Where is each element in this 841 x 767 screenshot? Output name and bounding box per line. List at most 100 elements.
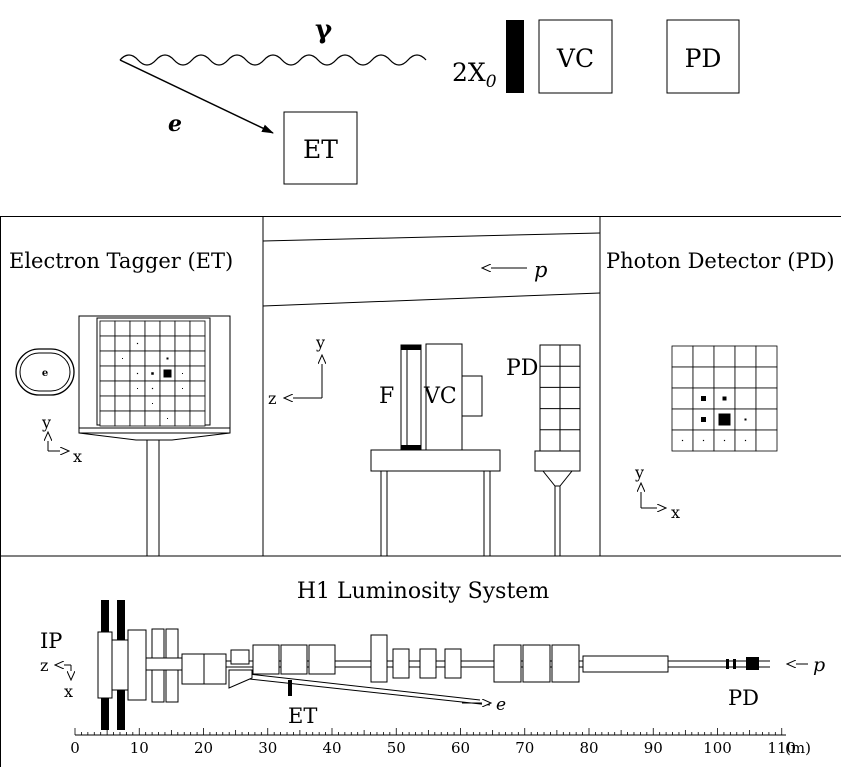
et-crystal-cell bbox=[159, 395, 176, 412]
et-crystal-cell bbox=[99, 350, 116, 367]
magnet-3 bbox=[181, 653, 205, 685]
et-crystal-cell bbox=[114, 395, 131, 412]
et-energy-deposit bbox=[163, 369, 172, 378]
pd-energy-deposit bbox=[723, 439, 726, 442]
et-box bbox=[283, 111, 358, 185]
scale-tick-label: 50 bbox=[387, 739, 406, 757]
et-crystal-cell bbox=[114, 380, 131, 397]
et-crystal-cell bbox=[114, 320, 131, 337]
scale-unit: (m) bbox=[785, 739, 811, 757]
et-crystal-cell bbox=[114, 365, 131, 382]
et-crystal-cell bbox=[99, 380, 116, 397]
et-crystal-cell bbox=[99, 320, 116, 337]
et-axis-y-label: y bbox=[41, 413, 51, 432]
pd-crystal-cell bbox=[692, 345, 715, 368]
quadrupole-3 bbox=[308, 644, 336, 675]
pd-support-cone bbox=[541, 470, 574, 487]
et-energy-deposit bbox=[137, 388, 138, 389]
et-crystal-cell bbox=[189, 380, 206, 397]
et-crystal-cell bbox=[189, 335, 206, 352]
pd-crystal-cell bbox=[734, 366, 757, 389]
photon-wavy-line bbox=[119, 54, 427, 66]
pd-crystal-cell bbox=[713, 366, 736, 389]
vc-block bbox=[425, 343, 463, 451]
et-crystal-cell bbox=[144, 350, 161, 367]
et-crystal-cell bbox=[129, 320, 146, 337]
et-energy-deposit bbox=[182, 373, 183, 374]
et-crystal-cell bbox=[99, 365, 116, 382]
quadrupole-6 bbox=[551, 644, 580, 683]
et-crystal-cell bbox=[129, 395, 146, 412]
scale-tick-label: 30 bbox=[258, 739, 277, 757]
pd-crystal-cell bbox=[671, 408, 694, 431]
scale-tick-label: 110 bbox=[767, 739, 796, 757]
et-axis-x-label: x bbox=[73, 447, 82, 466]
vc-box bbox=[538, 19, 613, 94]
top-schematic: γ e 2X0 VC PD ET bbox=[119, 15, 740, 185]
et-crystal-cell bbox=[189, 365, 206, 382]
pd-crystal-cell bbox=[755, 429, 778, 452]
vc-side-block bbox=[461, 375, 483, 417]
panel-side-view: p y z F VC PD bbox=[262, 232, 601, 556]
pd-side-label: PD bbox=[506, 356, 538, 381]
quadrupole-5 bbox=[522, 644, 551, 683]
et-energy-deposit bbox=[122, 358, 123, 359]
et-beam-pipe-label: e bbox=[42, 368, 48, 379]
ip-label: IP bbox=[40, 629, 62, 653]
et-crystal-cell bbox=[174, 410, 191, 427]
magnet-5 bbox=[230, 649, 250, 665]
filter-label: F bbox=[379, 384, 394, 409]
scale-tick-label: 20 bbox=[194, 739, 213, 757]
panel-frame bbox=[0, 216, 841, 767]
pd-energy-deposit bbox=[722, 396, 727, 401]
et-crystal-grid bbox=[99, 320, 206, 427]
pd-crystal-cell bbox=[734, 345, 757, 368]
et-energy-deposit bbox=[167, 418, 168, 419]
pd-crystal-grid bbox=[671, 345, 778, 452]
pd-crystal-cell bbox=[713, 345, 736, 368]
pd-box-label: PD bbox=[685, 44, 722, 73]
et-panel-title: Electron Tagger (ET) bbox=[9, 249, 233, 273]
pd-energy-deposit bbox=[744, 418, 747, 421]
pd-energy-deposit bbox=[701, 396, 706, 401]
pd-crystal-cell bbox=[755, 345, 778, 368]
converter-label: 2X0 bbox=[452, 58, 497, 92]
et-crystal-cell bbox=[99, 410, 116, 427]
et-crystal-cell bbox=[129, 350, 146, 367]
magnet-4 bbox=[203, 653, 227, 685]
et-energy-deposit bbox=[152, 403, 153, 404]
lumi-panel-title: H1 Luminosity System bbox=[297, 579, 550, 604]
vc-label: VC bbox=[423, 384, 457, 409]
pd-energy-deposit bbox=[744, 439, 747, 442]
pd-block bbox=[746, 657, 759, 670]
et-energy-deposit bbox=[151, 372, 154, 375]
magnet-8 bbox=[419, 648, 437, 679]
pd-panel-title: Photon Detector (PD) bbox=[606, 249, 835, 273]
ip-inner-c bbox=[127, 629, 147, 701]
pd-crystal-cell bbox=[755, 366, 778, 389]
inner-beampipe bbox=[145, 657, 183, 671]
quadrupole-2 bbox=[280, 644, 308, 675]
et-beam-pipe-inner bbox=[19, 352, 71, 392]
converter-block bbox=[506, 20, 524, 93]
filter-bottom-cap bbox=[401, 445, 421, 450]
et-crystal-cell bbox=[189, 350, 206, 367]
et-crystal-cell bbox=[189, 410, 206, 427]
scale-tick-label: 40 bbox=[322, 739, 341, 757]
electron-arrow bbox=[119, 59, 274, 134]
mid-axis-y-label: y bbox=[315, 333, 325, 352]
pd-crystal-cell bbox=[692, 366, 715, 389]
et-crystal-cell bbox=[174, 350, 191, 367]
pd-beam-filter-b bbox=[733, 659, 736, 669]
et-crystal-cell bbox=[159, 380, 176, 397]
et-energy-deposit bbox=[182, 388, 183, 389]
pd-side-stack bbox=[539, 344, 581, 452]
et-crystal-cell bbox=[99, 335, 116, 352]
scale-ticks bbox=[74, 728, 783, 735]
pd-energy-deposit bbox=[681, 439, 684, 442]
et-crystal-cell bbox=[189, 320, 206, 337]
et-detector-bottom-plate bbox=[78, 427, 231, 434]
dipole-wedge bbox=[228, 669, 253, 689]
